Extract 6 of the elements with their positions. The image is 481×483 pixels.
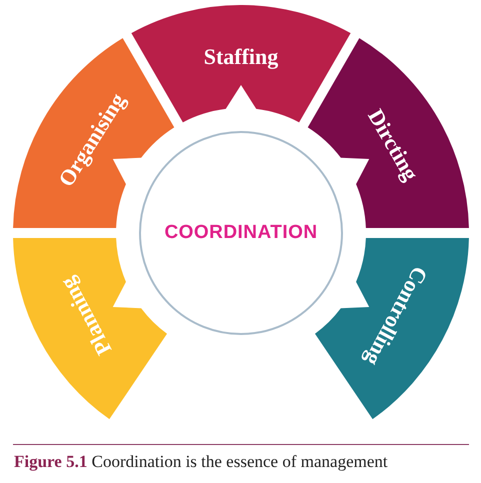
ring-segment [131, 5, 351, 123]
ring-segment [314, 238, 469, 420]
segment-label: Staffing [204, 46, 278, 68]
figure-caption: Figure 5.1 Coordination is the essence of management [14, 451, 388, 473]
ring-segment [13, 237, 168, 420]
center-label: COORDINATION [164, 220, 318, 245]
